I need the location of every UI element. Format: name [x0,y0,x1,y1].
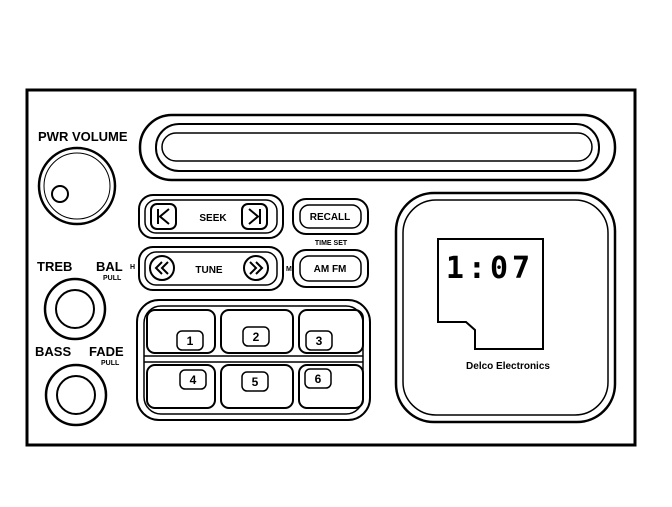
seek-rocker [138,194,284,239]
bal-pull-label: PULL [103,275,122,282]
tune-forward-icon [249,261,264,275]
preset-label-3: 3 [316,334,323,348]
seek-back-button[interactable] [150,203,177,230]
bal-label: BAL [96,259,123,274]
bass-fade-knob[interactable] [44,363,108,427]
preset-label-5: 5 [252,375,259,389]
treb-label: TREB [37,259,72,274]
recall-label: RECALL [310,212,351,223]
minute-label: M [286,266,292,273]
faceplate-frame [25,88,637,447]
bass-label: BASS [35,344,71,359]
tune-back-icon [154,261,169,275]
tune-rocker [138,246,284,291]
lcd-screen [437,238,544,350]
fade-label: FADE [89,344,124,359]
seek-forward-icon [248,208,260,225]
time-set-label: TIME SET [315,240,348,247]
recall-button[interactable] [292,198,369,235]
preset-button-3[interactable]: 3 [298,309,364,354]
display-module [394,191,617,424]
treble-balance-knob[interactable] [43,277,107,341]
pwr-volume-label: PWR VOLUME [38,129,128,144]
brand-label: Delco Electronics [466,361,550,372]
media-slot[interactable] [138,113,617,182]
tune-forward-button[interactable] [243,255,269,281]
preset-label-4: 4 [190,373,197,387]
preset-button-1[interactable]: 1 [146,309,216,354]
am-fm-button[interactable] [292,249,369,288]
preset-label-6: 6 [315,372,322,386]
preset-label-1: 1 [187,334,194,348]
hour-label: H [130,264,135,271]
seek-label: SEEK [199,213,227,224]
fade-pull-label: PULL [101,360,120,367]
preset-button-6[interactable]: 6 [298,364,364,409]
preset-button-4[interactable]: 4 [146,364,216,409]
preset-label-2: 2 [253,330,260,344]
tune-back-button[interactable] [149,255,175,281]
clock-display: 1:07 [446,251,534,286]
preset-panel [136,299,371,421]
preset-button-5[interactable]: 5 [220,364,294,409]
tune-label: TUNE [195,265,223,276]
am-fm-label: AM FM [314,264,347,275]
seek-forward-button[interactable] [241,203,268,230]
volume-knob[interactable] [37,146,117,226]
preset-button-2[interactable]: 2 [220,309,294,354]
